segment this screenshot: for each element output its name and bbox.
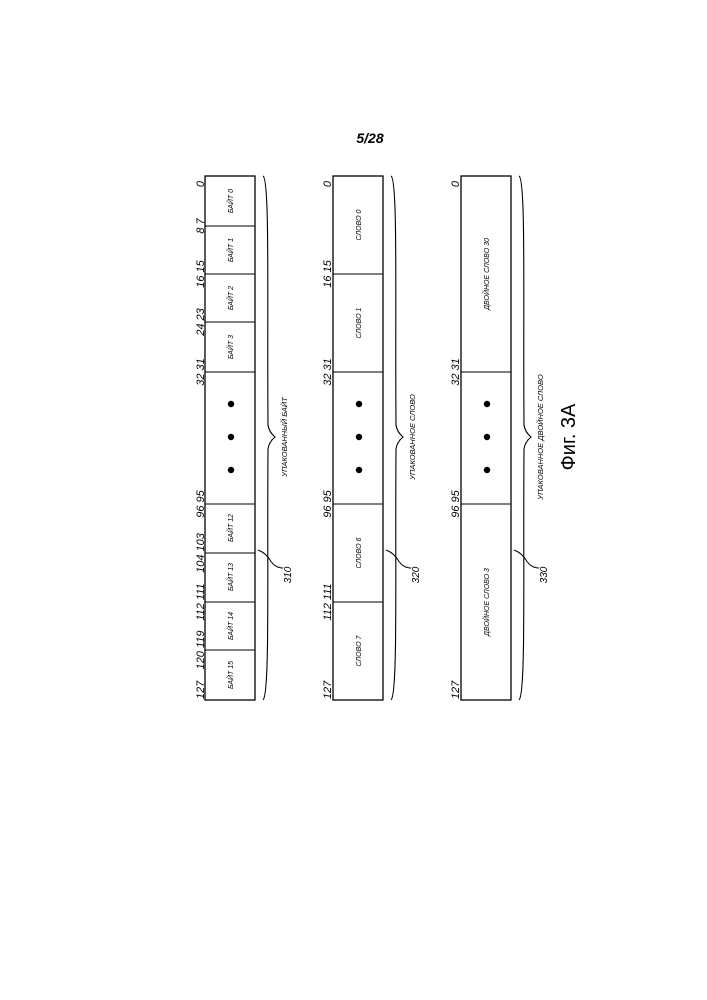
cell-doubleword-30: ДВОЙНОЕ СЛОВО 30 <box>482 238 491 311</box>
leader-line <box>386 550 411 568</box>
bit-label: 32 31 <box>322 358 334 386</box>
bit-label: 96 95 <box>322 489 334 517</box>
bit-label: 24 23 <box>195 307 207 336</box>
bit-label: 112 111 <box>322 583 334 620</box>
cell-byte-12: БАЙТ 12 <box>226 514 235 542</box>
bit-label: 127 <box>450 680 462 699</box>
bit-label: 8 7 <box>195 217 207 233</box>
cell-byte-13: БАЙТ 13 <box>226 563 235 591</box>
bit-label: 32 31 <box>195 358 207 386</box>
figure-caption: Фиг. 3A <box>558 403 580 470</box>
bit-label: 32 31 <box>450 358 462 386</box>
reference-numeral: 330 <box>539 566 550 583</box>
leader-line <box>514 550 539 568</box>
cell-doubleword-3: ДВОЙНОЕ СЛОВО 3 <box>482 568 491 637</box>
bit-label: 104 103 <box>195 532 207 573</box>
packed-doubleword-row: ДВОЙНОЕ СЛОВО 30 ДВОЙНОЕ СЛОВО 3 0 32 31… <box>450 176 550 700</box>
packed-word-label: УПАКОВАННОЕ СЛОВО <box>408 394 417 481</box>
packed-word-bit-positions: 0 16 15 32 31 96 95 112 111 127 <box>322 180 334 699</box>
ellipsis-dots <box>356 401 362 473</box>
bit-label: 112 111 <box>195 583 207 620</box>
packed-word-row: СЛОВО 0 СЛОВО 1 СЛОВО 6 СЛОВО 7 0 16 15 … <box>322 176 422 700</box>
bit-label: 0 <box>322 180 334 187</box>
packed-byte-label: УПАКОВАННЫЙ БАЙТ <box>280 396 289 478</box>
cell-byte-1: БАЙТ 1 <box>226 238 235 262</box>
cell-byte-0: БАЙТ 0 <box>226 189 235 213</box>
cell-byte-15: БАЙТ 15 <box>226 661 235 689</box>
cell-word-6: СЛОВО 6 <box>356 537 363 568</box>
packed-doubleword-bit-positions: 0 32 31 96 95 127 <box>450 180 462 699</box>
ellipsis-dots <box>484 401 490 473</box>
ellipsis-dots <box>228 401 234 473</box>
bit-label: 127 <box>322 680 334 699</box>
curly-brace <box>391 176 403 700</box>
bit-label: 127 <box>195 680 207 699</box>
cell-word-0: СЛОВО 0 <box>356 209 363 240</box>
cell-word-1: СЛОВО 1 <box>356 307 363 338</box>
curly-brace <box>263 176 275 700</box>
bit-label: 16 15 <box>322 259 334 287</box>
bit-label: 96 95 <box>450 489 462 517</box>
bit-label: 0 <box>450 180 462 187</box>
packed-byte-row: БАЙТ 0 БАЙТ 1 БАЙТ 2 БАЙТ 3 БАЙТ 12 БАЙТ… <box>195 176 294 700</box>
cell-byte-3: БАЙТ 3 <box>226 335 235 359</box>
bit-label: 96 95 <box>195 489 207 517</box>
cell-byte-2: БАЙТ 2 <box>226 286 235 310</box>
curly-brace <box>519 176 531 700</box>
bit-label: 0 <box>195 180 207 187</box>
reference-numeral: 320 <box>411 566 422 583</box>
bit-label: 16 15 <box>195 259 207 287</box>
cell-word-7: СЛОВО 7 <box>356 634 363 666</box>
reference-numeral: 310 <box>283 566 294 583</box>
leader-line <box>258 550 283 568</box>
packed-doubleword-label: УПАКОВАННОЕ ДВОЙНОЕ СЛОВО <box>536 374 545 501</box>
cell-byte-14: БАЙТ 14 <box>226 612 235 640</box>
bit-label: 120 119 <box>195 631 207 670</box>
